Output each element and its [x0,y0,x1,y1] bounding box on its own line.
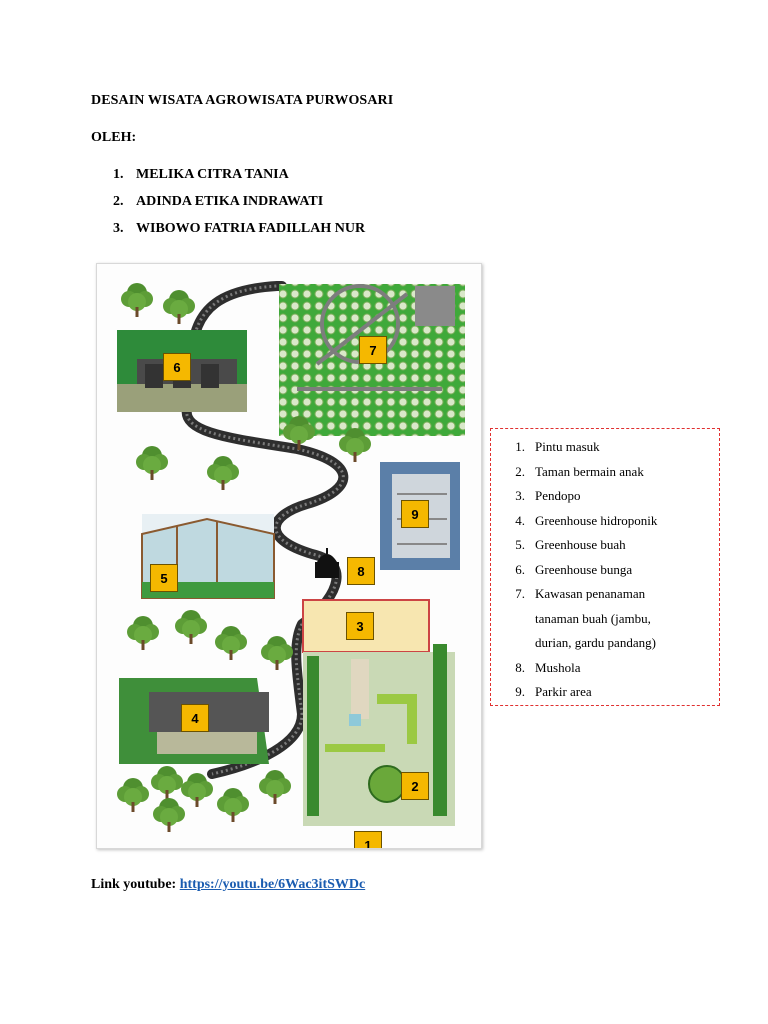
author-number: 2. [113,194,124,209]
legend-text: Pintu masuk [535,439,600,454]
author-number: 1. [113,167,124,182]
youtube-link-line: Link youtube: https://youtu.be/6Wac3itSW… [91,877,365,893]
map-label-3: 3 [346,612,374,640]
legend-item: 5. Greenhouse buah [499,533,713,558]
legend-number: 4. [515,512,525,528]
map-label-9: 9 [401,500,429,528]
author-number: 3. [113,221,124,236]
author-name: ADINDA ETIKA INDRAWATI [136,194,324,209]
author-list: 1. MELIKA CITRA TANIA 2. ADINDA ETIKA INDR… [113,167,365,248]
legend-item: 4. Greenhouse hidroponik [499,509,713,534]
legend-item: 8. Mushola [499,656,713,681]
legend-list: 1. Pintu masuk 2. Taman bermain anak 3. Pen… [499,435,713,705]
author-name: MELIKA CITRA TANIA [136,167,289,182]
legend-number [499,607,535,632]
legend-text: Greenhouse buah [535,537,626,552]
map-label-1: 1 [354,831,382,848]
map-label-6: 6 [163,353,191,381]
legend-box: 1. Pintu masuk 2. Taman bermain anak 3. Pen… [490,428,720,706]
by-label: OLEH: [91,130,137,145]
legend-number: 9. [515,684,525,699]
legend-text: Parkir area [535,684,592,699]
legend-text: durian, gardu pandang) [535,635,656,650]
legend-item: 6. Greenhouse bunga [499,558,713,583]
legend-text: Greenhouse hidroponik [535,512,658,528]
legend-number: 6. [515,561,525,577]
legend-number: 1. [515,439,525,454]
document-title: DESAIN WISATA AGROWISATA PURWOSARI [91,93,394,108]
legend-item: durian, gardu pandang) [499,631,713,656]
legend-number: 3. [515,488,525,503]
map-label-4: 4 [181,704,209,732]
legend-text: Kawasan penanaman [535,586,646,601]
legend-item: 7. Kawasan penanaman [499,582,713,607]
legend-text: Pendopo [535,488,581,503]
legend-item: 9. Parkir area [499,680,713,705]
map-label-5: 5 [150,564,178,592]
author-name: WIBOWO FATRIA FADILLAH NUR [136,221,366,236]
site-plan-illustration: 1 2 3 4 5 6 7 8 9 [96,263,482,849]
map-label-8: 8 [347,557,375,585]
legend-text: Greenhouse bunga [535,561,633,577]
legend-number: 2. [515,463,525,479]
legend-item: 3. Pendopo [499,484,713,509]
legend-number: 8. [515,659,525,675]
legend-number: 7. [515,586,525,601]
legend-item: 2. Taman bermain anak [499,460,713,485]
youtube-link[interactable]: https://youtu.be/6Wac3itSWDc [179,877,366,892]
legend-number [499,631,535,656]
map-label-7: 7 [359,336,387,364]
author-item: 3. WIBOWO FATRIA FADILLAH NUR [113,221,365,248]
legend-text: tanaman buah (jambu, [535,610,651,626]
mosque-icon [315,548,339,578]
legend-item: 1. Pintu masuk [499,435,713,460]
legend-text: Taman bermain anak [535,463,644,479]
link-label: Link youtube: [91,877,177,892]
author-item: 2. ADINDA ETIKA INDRAWATI [113,194,365,221]
legend-text: Mushola [535,659,581,675]
map-label-2: 2 [401,772,429,800]
legend-number: 5. [515,537,525,552]
author-item: 1. MELIKA CITRA TANIA [113,167,365,194]
site-plan-drawing [117,281,465,832]
legend-item: tanaman buah (jambu, [499,607,713,632]
